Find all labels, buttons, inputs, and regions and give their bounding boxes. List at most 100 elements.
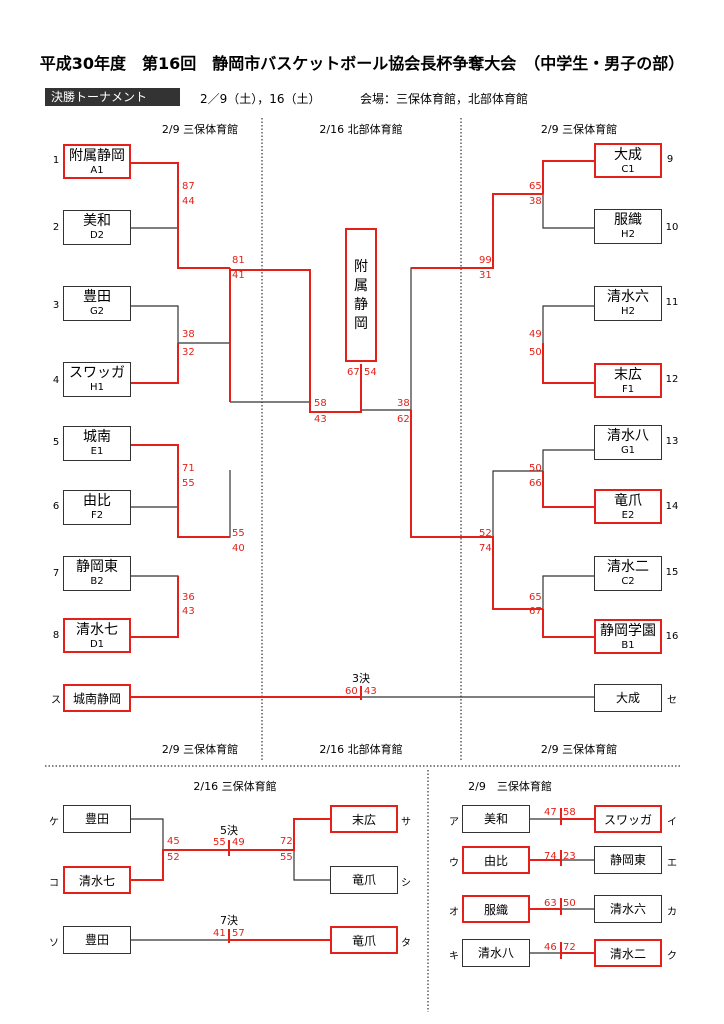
team-name: 由比 bbox=[483, 854, 508, 868]
team-name: 豊田 bbox=[83, 289, 111, 305]
score: 71 bbox=[182, 463, 195, 474]
seed-13: 13 bbox=[665, 436, 679, 447]
team-name: 静岡東 bbox=[76, 559, 118, 575]
team-group: H2 bbox=[621, 306, 635, 317]
team-name: 城南静岡 bbox=[72, 692, 121, 706]
fifth-team-2: 清水七 bbox=[63, 866, 131, 894]
team-name: 由比 bbox=[83, 493, 111, 509]
page-title: 平成30年度 第16回 静岡市バスケットボール協会長杯争奪大会 （中学生・男子の… bbox=[39, 54, 685, 73]
mark: ケ bbox=[49, 817, 59, 828]
team-box-9: 大成 C1 bbox=[594, 143, 662, 178]
team-name: 清水六 bbox=[607, 289, 649, 305]
seed-1: 1 bbox=[52, 155, 60, 166]
score: 44 bbox=[182, 196, 195, 207]
team-box-13: 清水八 G1 bbox=[594, 425, 662, 460]
team-name: スワッガ bbox=[69, 365, 125, 381]
team-name: 服織 bbox=[614, 212, 642, 228]
champion-char: 静 bbox=[354, 297, 368, 313]
mark: セ bbox=[667, 695, 677, 706]
score: 47 bbox=[544, 807, 557, 818]
mark: タ bbox=[401, 938, 411, 949]
team-name: 清水八 bbox=[607, 428, 649, 444]
score: 41 bbox=[213, 928, 226, 939]
score: 50 bbox=[563, 898, 576, 909]
seventh-right-team: 竜爪 bbox=[330, 926, 398, 954]
team-box-12: 末広 F1 bbox=[594, 363, 662, 398]
team-name: スワッガ bbox=[603, 813, 652, 827]
seed-6: 6 bbox=[52, 501, 60, 512]
team-group: E1 bbox=[90, 446, 104, 457]
score: 81 bbox=[232, 255, 245, 266]
seed-12: 12 bbox=[665, 374, 679, 385]
team-group: G1 bbox=[620, 445, 636, 456]
team-name: 附属静岡 bbox=[69, 148, 125, 164]
mark: オ bbox=[449, 907, 459, 918]
score: 58 bbox=[563, 807, 576, 818]
team-group: C1 bbox=[621, 164, 635, 175]
score: 52 bbox=[479, 528, 492, 539]
mark: ウ bbox=[449, 858, 459, 869]
team-name: 末広 bbox=[351, 813, 376, 827]
team-name: 城南 bbox=[83, 429, 111, 445]
score: 52 bbox=[167, 852, 180, 863]
consol-right-team: スワッガ bbox=[594, 805, 662, 833]
seed-15: 15 bbox=[665, 567, 679, 578]
score: 50 bbox=[529, 463, 542, 474]
seed-8: 8 bbox=[52, 630, 60, 641]
header-left-bottom: 2/9 三保体育館 bbox=[161, 743, 239, 756]
header-center-bottom: 2/16 北部体育館 bbox=[319, 743, 403, 756]
score: 49 bbox=[232, 837, 245, 848]
team-name: 豊田 bbox=[84, 933, 109, 947]
seed-14: 14 bbox=[665, 501, 679, 512]
score: 41 bbox=[232, 270, 245, 281]
score: 58 bbox=[314, 398, 327, 409]
consol-right-team: 静岡東 bbox=[594, 846, 662, 874]
third-label: 3決 bbox=[352, 672, 370, 685]
seed-11: 11 bbox=[665, 297, 679, 308]
champion-char: 岡 bbox=[354, 316, 368, 332]
score: 38 bbox=[529, 196, 542, 207]
mark: ア bbox=[449, 817, 459, 828]
fifth-team-4: 竜爪 bbox=[330, 866, 398, 894]
consol-left-team: 服織 bbox=[462, 895, 530, 923]
team-name: 美和 bbox=[83, 213, 111, 229]
team-group: A1 bbox=[90, 165, 104, 176]
mark: ス bbox=[51, 695, 61, 706]
seventh-label: 7決 bbox=[220, 914, 238, 927]
team-box-7: 静岡東 B2 bbox=[63, 556, 131, 591]
team-name: 清水六 bbox=[609, 902, 646, 916]
seventh-left-team: 豊田 bbox=[63, 926, 131, 954]
score: 65 bbox=[529, 592, 542, 603]
team-name: 大成 bbox=[614, 147, 642, 163]
score: 63 bbox=[544, 898, 557, 909]
team-box-1: 附属静岡 A1 bbox=[63, 144, 131, 179]
team-group: D1 bbox=[89, 639, 105, 650]
team-name: 竜爪 bbox=[351, 934, 376, 948]
team-box-11: 清水六 H2 bbox=[594, 286, 662, 321]
score: 23 bbox=[563, 851, 576, 862]
consol-right-team: 清水二 bbox=[594, 939, 662, 967]
score: 36 bbox=[182, 592, 195, 603]
score: 87 bbox=[182, 181, 195, 192]
team-box-16: 静岡学園 B1 bbox=[594, 619, 662, 654]
score: 43 bbox=[314, 414, 327, 425]
consol-left-team: 由比 bbox=[462, 846, 530, 874]
header-center-top: 2/16 北部体育館 bbox=[319, 123, 403, 136]
team-group: H2 bbox=[621, 229, 635, 240]
score: 66 bbox=[529, 478, 542, 489]
team-name: 清水二 bbox=[609, 947, 646, 961]
score: 46 bbox=[544, 942, 557, 953]
team-name: 清水七 bbox=[78, 874, 115, 888]
seed-7: 7 bbox=[52, 568, 60, 579]
mark: ソ bbox=[49, 938, 59, 949]
score: 40 bbox=[232, 543, 245, 554]
seed-10: 10 bbox=[665, 222, 679, 233]
team-box-14: 竜爪 E2 bbox=[594, 489, 662, 524]
score: 38 bbox=[397, 398, 410, 409]
team-group: B1 bbox=[621, 640, 635, 651]
team-group: F2 bbox=[90, 510, 104, 521]
team-name: 美和 bbox=[483, 812, 508, 826]
fifth-team-3: 末広 bbox=[330, 805, 398, 833]
seed-3: 3 bbox=[52, 300, 60, 311]
